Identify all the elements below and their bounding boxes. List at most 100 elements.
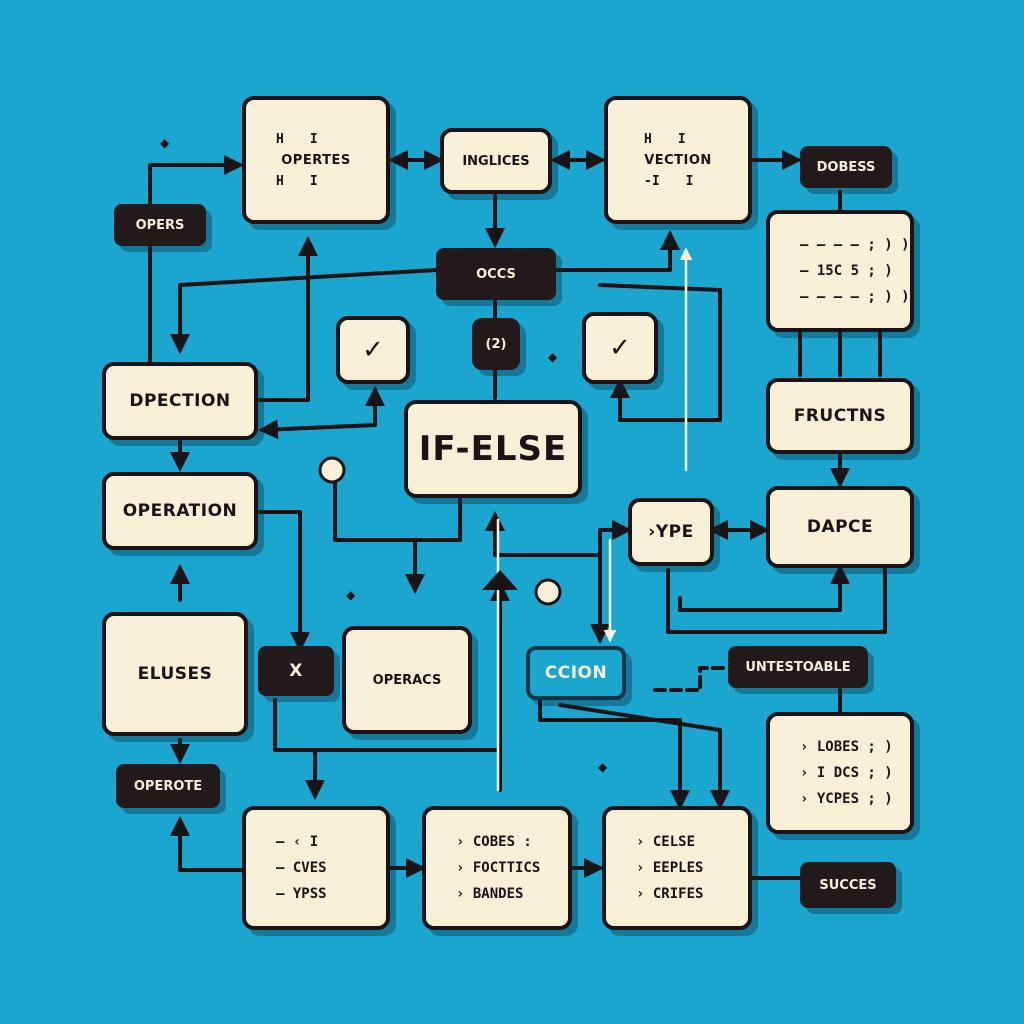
node-label: ›YPE: [648, 522, 694, 542]
wire-ifelse-ccion: [485, 511, 632, 557]
close-icon: X: [289, 661, 303, 681]
node-label: (2): [485, 336, 507, 352]
mark: I: [309, 173, 318, 189]
wire-dapce-loop: [678, 564, 850, 612]
node-cves-list[interactable]: — ‹ I — CVES — YPSS: [242, 806, 390, 930]
wire-opertes-dpection: [258, 236, 318, 402]
sparkle-icon: ◆: [346, 588, 356, 602]
node-cobes-list[interactable]: › COBES : › FOCTTICS › BANDES: [422, 806, 572, 930]
node-dpection[interactable]: DPECTION: [102, 362, 258, 440]
big-arrowhead: [482, 570, 518, 590]
junction-dot-left: [318, 456, 346, 484]
node-label: UNTESTOABLE: [745, 659, 851, 675]
wire-xbox-down: [273, 698, 502, 752]
check-icon: ✓: [609, 333, 631, 363]
node-dobess[interactable]: DOBESS: [800, 146, 892, 188]
mark: H: [276, 131, 284, 147]
node-label: OPEROTE: [133, 778, 203, 794]
wire-opers-opertes: [148, 155, 244, 207]
node-if-else[interactable]: IF-ELSE: [404, 400, 582, 498]
mark: H: [644, 131, 652, 147]
node-label: FRUCTNS: [793, 406, 887, 426]
node-label: DOBESS: [816, 159, 876, 175]
node-code-panel[interactable]: — — — — ; ) ) — 15C 5 ; ) — — — — ; ) ): [766, 210, 914, 332]
marks-top: H I: [608, 132, 748, 147]
junction-dot-right: [534, 578, 562, 606]
code-row: — — — — ; ) ): [800, 289, 910, 305]
wire-occs-vection: [554, 230, 680, 272]
wire-check-right-ifelse: [598, 283, 722, 422]
node-succes[interactable]: SUCCES: [800, 862, 896, 908]
node-eluses[interactable]: ELUSES: [102, 612, 248, 736]
wire-ccion-untest: [653, 666, 730, 692]
node-check-right[interactable]: ✓: [582, 312, 658, 384]
node-label: OCCS: [476, 266, 516, 282]
node-operote[interactable]: OPEROTE: [116, 764, 220, 808]
node-celse-list[interactable]: › CELSE › EEPLES › CRIFES: [602, 806, 752, 930]
node-occs[interactable]: OCCS: [436, 248, 556, 300]
node-label: OPERS: [135, 217, 185, 233]
marks-bottom: H I: [246, 174, 386, 189]
node-badge-two[interactable]: (2): [472, 318, 520, 370]
node-label: IF-ELSE: [418, 429, 568, 469]
node-check-left[interactable]: ✓: [336, 316, 410, 384]
list-row: › BANDES: [456, 886, 524, 902]
node-ype[interactable]: ›YPE: [628, 498, 714, 566]
sparkle-icon: ◆: [598, 760, 608, 774]
wire-operote-cves: [170, 816, 244, 872]
wire-ccion-celse: [538, 698, 690, 810]
node-operacs[interactable]: OPERACS: [342, 626, 472, 734]
node-label: OPERACS: [372, 672, 442, 688]
node-fructns[interactable]: FRUCTNS: [766, 378, 914, 454]
wire-occs-dpection: [170, 268, 438, 354]
node-opertes[interactable]: H I OPERTES H I: [242, 96, 390, 224]
node-lobes-list[interactable]: › LOBES ; ) › I DCS ; ) › YCPES ; ): [766, 712, 914, 834]
list-row: › CELSE: [636, 834, 696, 850]
sparkle-icon: ◆: [160, 136, 170, 150]
node-label: VECTION: [644, 152, 712, 168]
node-inglices[interactable]: INGLICES: [440, 128, 552, 194]
node-opers[interactable]: OPERS: [114, 204, 206, 246]
mark: -I: [644, 173, 660, 189]
code-row: — 15C 5 ; ): [800, 263, 893, 279]
wire-panel-fructns: [798, 330, 882, 377]
node-label: OPERATION: [122, 501, 238, 521]
mark: I: [677, 131, 686, 147]
node-dapce[interactable]: DAPCE: [766, 486, 914, 568]
wire-ccion-celse2: [558, 703, 730, 810]
node-vection[interactable]: H I VECTION -I I: [604, 96, 752, 224]
list-row: › CRIFES: [636, 886, 704, 902]
node-label: CCION: [544, 663, 608, 683]
node-x-box[interactable]: X: [258, 646, 334, 696]
wire-check-dpection: [258, 386, 385, 440]
code-row: — — — — ; ) ): [800, 237, 910, 253]
node-ccion[interactable]: CCION: [526, 646, 626, 700]
wire-operation-xbox: [258, 510, 310, 652]
list-row: — ‹ I: [276, 834, 319, 850]
list-row: › FOCTTICS: [456, 860, 541, 876]
wire-dapce-right: [666, 566, 887, 634]
list-row: › COBES :: [456, 834, 532, 850]
node-label: INGLICES: [462, 153, 530, 169]
mark: I: [685, 173, 694, 189]
node-label: DPECTION: [129, 391, 231, 411]
marks-top: H I: [246, 132, 386, 147]
node-label: ELUSES: [137, 664, 213, 684]
list-row: › YCPES ; ): [800, 791, 893, 807]
list-row: › LOBES ; ): [800, 739, 893, 755]
list-row: — YPSS: [276, 886, 327, 902]
sparkle-icon: ◆: [548, 350, 558, 364]
wire-ifelse-operacs: [333, 478, 462, 542]
check-icon: ✓: [362, 335, 384, 365]
mark: I: [309, 131, 318, 147]
node-label: DAPCE: [806, 517, 874, 537]
node-operation[interactable]: OPERATION: [102, 472, 258, 550]
list-row: — CVES: [276, 860, 327, 876]
marks-bottom: -I I: [608, 174, 748, 189]
list-row: › I DCS ; ): [800, 765, 893, 781]
node-untestoable[interactable]: UNTESTOABLE: [728, 646, 868, 688]
node-label: SUCCES: [819, 877, 877, 893]
mark: H: [276, 173, 284, 189]
